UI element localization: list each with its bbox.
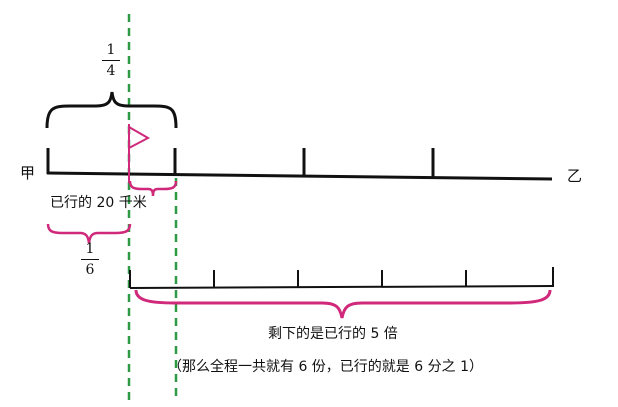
gap-brace (128, 180, 178, 197)
fraction-sixth-numerator: 1 (85, 241, 95, 257)
remaining-label: 剩下的是已行的 5 倍 (268, 326, 398, 342)
main-route-line (46, 171, 553, 181)
remaining-line (129, 285, 555, 289)
fraction-sixth: 1 6 (79, 241, 101, 278)
fraction-quarter-denominator: 4 (106, 63, 116, 80)
remaining-brace (134, 289, 552, 319)
flag-icon (128, 124, 151, 183)
fraction-quarter: 1 4 (100, 42, 122, 79)
start-point-label: 甲 (20, 164, 36, 182)
end-point-label: 乙 (567, 167, 583, 185)
fraction-sixth-denominator: 6 (85, 262, 95, 279)
fraction-sixth-bar (81, 259, 99, 261)
fraction-quarter-bar (102, 60, 120, 62)
quarter-brace (45, 91, 178, 129)
sixth-brace (46, 223, 132, 244)
traveled-label: 已行的 20 千米 (50, 195, 147, 211)
explanation-label: （那么全程一共就有 6 份，已行的就是 6 分之 1） (168, 359, 483, 375)
fraction-quarter-numerator: 1 (106, 42, 116, 58)
